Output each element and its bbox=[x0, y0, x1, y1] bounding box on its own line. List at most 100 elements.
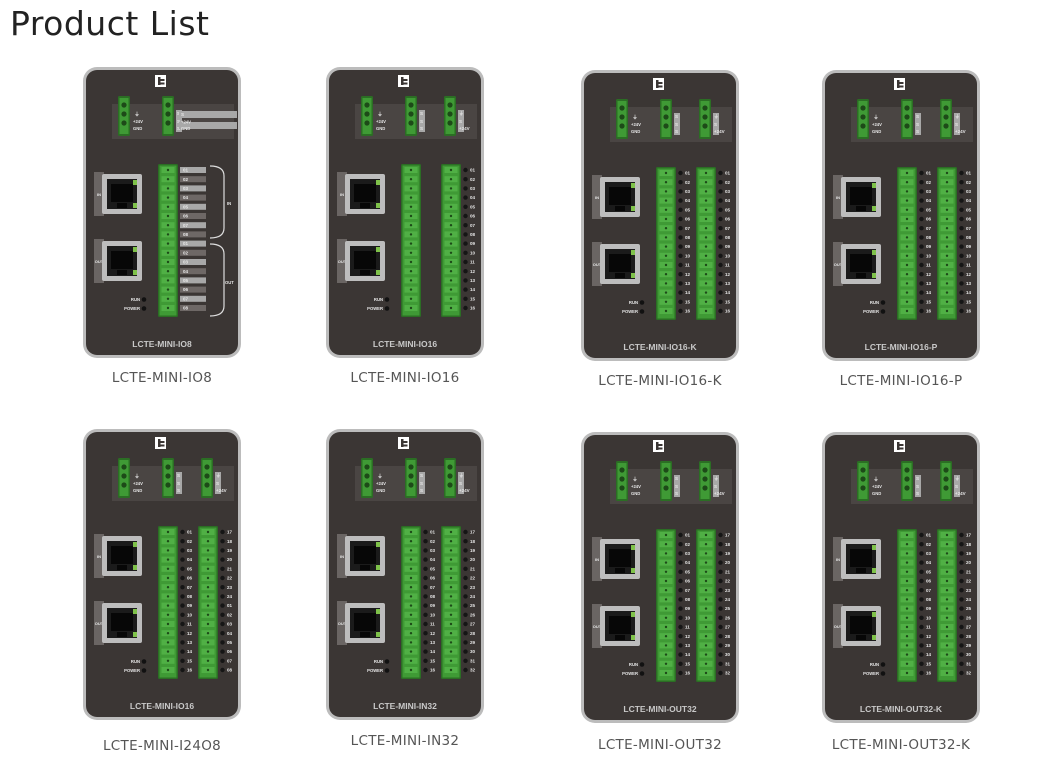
io-led bbox=[678, 670, 683, 676]
io-led bbox=[919, 624, 924, 630]
terminal-label: S bbox=[420, 111, 423, 116]
product-image[interactable]: ⏚+24VGNDSSS⏚S+24VINOUTRUNPOWER0102030405… bbox=[821, 431, 981, 724]
product-image[interactable]: ⏚+24VGNDSSSS+24VGNDINOUTRUNPOWER01020304… bbox=[82, 66, 242, 359]
io-channel-label: 11 bbox=[725, 263, 730, 268]
terminal-screw bbox=[447, 102, 453, 108]
io-channel-label: 05 bbox=[966, 207, 972, 212]
terminal-pin bbox=[945, 254, 949, 257]
io-led bbox=[423, 667, 428, 673]
io-led bbox=[220, 594, 225, 599]
io-led bbox=[220, 566, 225, 571]
io-channel-label: 12 bbox=[926, 634, 932, 639]
product-caption[interactable]: LCTE-MINI-IN32 bbox=[350, 733, 460, 749]
terminal-label: +24V bbox=[714, 129, 725, 134]
terminal-label: S bbox=[177, 481, 180, 486]
terminal-pin bbox=[409, 242, 413, 245]
io-led bbox=[919, 532, 924, 538]
terminal-pin bbox=[409, 586, 413, 589]
ethernet-port-label: OUT bbox=[338, 259, 347, 264]
io-channel-label: 13 bbox=[685, 643, 691, 648]
product-image[interactable]: ⏚+24VGNDSSS⏚S+24VINOUTRUNPOWER0102030405… bbox=[325, 66, 485, 359]
terminal-pin bbox=[905, 300, 909, 303]
run-led bbox=[141, 659, 147, 664]
terminal-pin bbox=[664, 309, 668, 313]
io-channel-label: 15 bbox=[685, 299, 691, 304]
io-channel-label: 05 bbox=[227, 640, 233, 645]
terminal-pin bbox=[905, 181, 909, 184]
io-led bbox=[678, 272, 683, 277]
product-caption[interactable]: LCTE-MINI-IO8 bbox=[111, 370, 213, 386]
io-led bbox=[959, 226, 964, 231]
product-image[interactable]: ⏚+24VGNDSSS⏚S+24VINOUTRUNPOWER0102030405… bbox=[580, 69, 740, 362]
product-image[interactable]: ⏚+24VGNDSSS⏚S+24VINOUTRUNPOWER0102030405… bbox=[821, 69, 981, 362]
terminal-pin bbox=[409, 540, 413, 543]
io-channel-label: 03 bbox=[430, 548, 436, 553]
product-caption[interactable]: LCTE-MINI-IO16-K bbox=[598, 373, 722, 389]
terminal-pin bbox=[409, 260, 413, 264]
terminal-label: S bbox=[420, 126, 423, 131]
io-channel-label: 03 bbox=[183, 260, 189, 265]
io-led bbox=[463, 557, 468, 562]
product-image[interactable]: ⏚+24VGNDSSS⏚S+24VINOUTRUNPOWER0102030405… bbox=[325, 428, 485, 721]
terminal-pin bbox=[704, 273, 708, 276]
io-channel-label: 04 bbox=[227, 631, 233, 636]
terminal-pin bbox=[905, 263, 909, 267]
terminal-pin bbox=[945, 245, 949, 248]
io-channel-label: 13 bbox=[926, 281, 932, 286]
io-channel-label: 06 bbox=[470, 214, 476, 219]
io-led bbox=[919, 180, 924, 185]
io-led bbox=[463, 649, 468, 654]
io-channel-label: 22 bbox=[227, 576, 233, 581]
io-channel-label: 03 bbox=[470, 186, 476, 191]
link-led bbox=[376, 609, 380, 614]
terminal-pin bbox=[945, 625, 949, 629]
terminal-screw bbox=[619, 485, 625, 491]
io-channel-label: 02 bbox=[685, 180, 691, 185]
product-caption[interactable]: LCTE-MINI-IO16-P bbox=[839, 373, 963, 389]
product-caption[interactable]: LCTE-MINI-OUT32 bbox=[598, 737, 722, 753]
link-led bbox=[376, 542, 380, 547]
io-channel-label: 24 bbox=[725, 597, 731, 602]
io-channel-label: 08 bbox=[430, 594, 436, 599]
product-caption[interactable]: LCTE-MINI-IO16 bbox=[350, 370, 460, 386]
terminal-pin bbox=[905, 171, 909, 175]
io-led bbox=[678, 643, 683, 648]
terminal-pin bbox=[206, 549, 210, 552]
io-channel-label: 02 bbox=[926, 180, 932, 185]
io-led bbox=[959, 272, 964, 277]
io-channel-label: 16 bbox=[470, 306, 476, 311]
terminal-pin bbox=[449, 306, 453, 310]
io-channel-label: 16 bbox=[926, 671, 932, 676]
terminal-pin bbox=[664, 533, 668, 537]
module-model-label: LCTE-MINI-IO8 bbox=[132, 339, 192, 349]
product-caption[interactable]: LCTE-MINI-I24O8 bbox=[102, 738, 222, 754]
terminal-pin bbox=[664, 579, 668, 583]
run-label: RUN bbox=[374, 297, 383, 302]
terminal-pin bbox=[409, 530, 413, 534]
ground-icon: ⏚ bbox=[873, 114, 878, 121]
product-image[interactable]: ⏚+24VGNDSSS⏚S+24VINOUTRUNPOWER0102030405… bbox=[82, 428, 242, 721]
terminal-pin bbox=[704, 552, 708, 555]
io-led bbox=[678, 299, 683, 304]
io-channel-label: 18 bbox=[227, 539, 233, 544]
terminal-pin bbox=[664, 273, 668, 276]
gnd-label: GND bbox=[133, 126, 142, 131]
activity-led bbox=[631, 568, 635, 573]
product-image[interactable]: ⏚+24VGNDSSS⏚S+24VINOUTRUNPOWER0102030405… bbox=[580, 431, 740, 724]
io-led bbox=[463, 539, 468, 544]
io-led bbox=[180, 557, 185, 562]
product-caption[interactable]: LCTE-MINI-OUT32-K bbox=[831, 737, 971, 753]
io-channel-label: 04 bbox=[926, 198, 932, 203]
terminal-pin bbox=[206, 586, 210, 589]
terminal-pin bbox=[664, 653, 668, 656]
